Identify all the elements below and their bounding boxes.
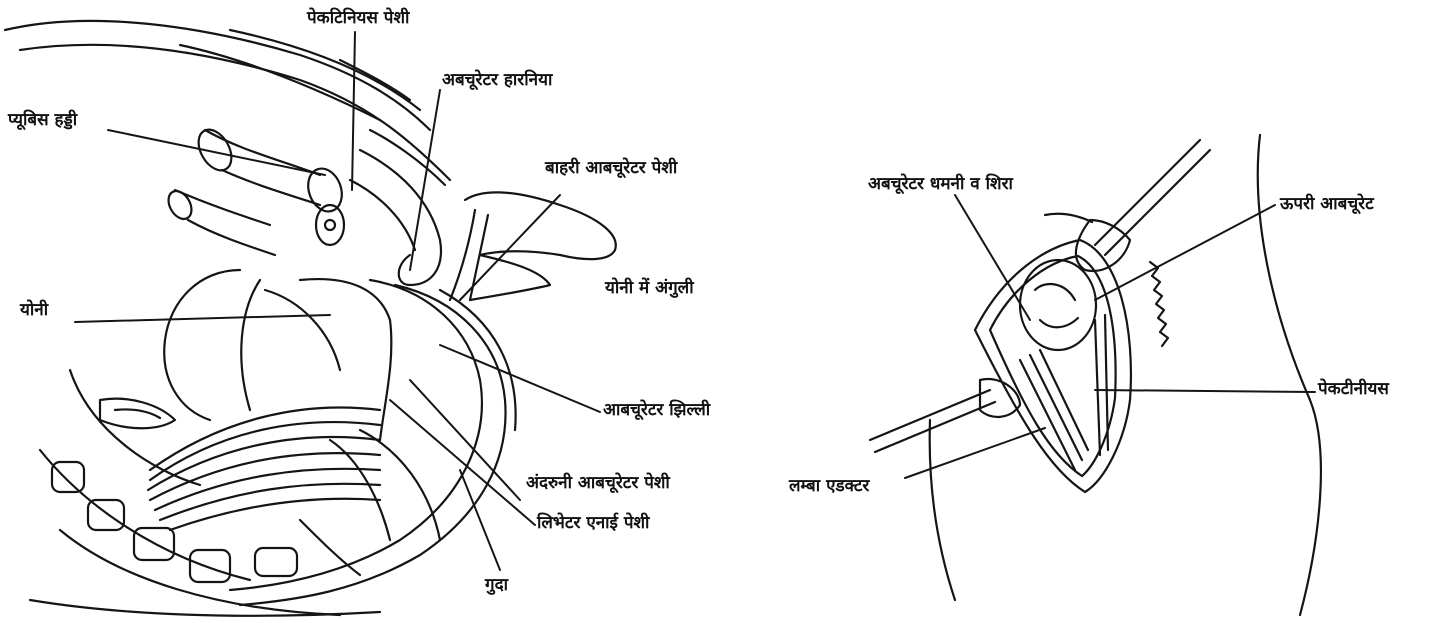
label-pectineus-left: पेकटिनियस पेशी bbox=[307, 10, 409, 27]
label-pectineus-right: पेकटीनीयस bbox=[1318, 381, 1389, 398]
label-finger-in-vagina: योनी में अंगुली bbox=[605, 280, 694, 297]
label-external-obturator: बाहरी आबचूरेटर पेशी bbox=[545, 160, 677, 177]
label-obturator-vessels: अबचूरेटर धमनी व शिरा bbox=[868, 176, 1013, 193]
label-anus: गुदा bbox=[485, 577, 508, 594]
label-internal-obturator: अंदरुनी आबचूरेटर पेशी bbox=[526, 475, 670, 492]
label-adductor-longus: लम्बा एडक्टर bbox=[789, 478, 869, 495]
label-upper-obturator: ऊपरी आबचूरेट bbox=[1280, 196, 1374, 213]
left-leader-lines bbox=[75, 32, 600, 570]
label-obturator-hernia: अबचूरेटर हारनिया bbox=[442, 72, 552, 89]
right-leader-lines bbox=[905, 195, 1315, 478]
label-obturator-membrane: आबचूरेटर झिल्ली bbox=[603, 402, 710, 419]
left-pelvis-drawing bbox=[5, 21, 616, 616]
right-thigh-drawing bbox=[870, 135, 1321, 615]
label-levator-ani: लिभेटर एनाई पेशी bbox=[537, 515, 649, 532]
label-vagina: योनी bbox=[20, 302, 48, 319]
label-pubis-bone: प्यूबिस हड्डी bbox=[8, 112, 77, 129]
